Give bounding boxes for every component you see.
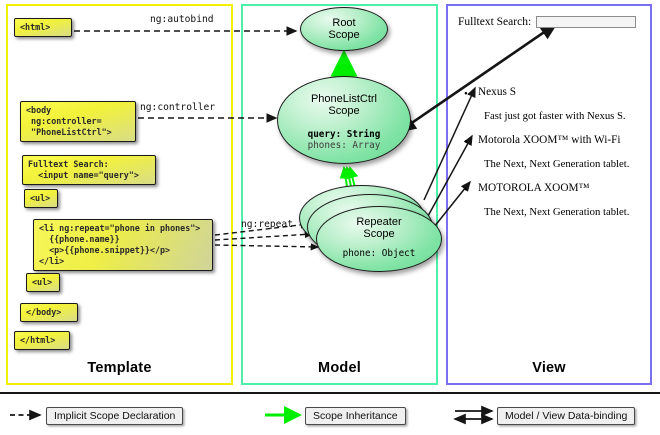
view-search-input[interactable]: [536, 16, 637, 28]
scope-repeater-front[interactable]: Repeater Scope phone: Object: [316, 206, 442, 272]
scope-ctrl-prop-query: query: String: [307, 128, 381, 140]
view-phone-snippet-0: Fast just got faster with Nexus S.: [484, 110, 626, 122]
code-box-html-close[interactable]: </html>: [14, 331, 70, 351]
view-search-label: Fulltext Search:: [458, 16, 532, 28]
view-bullet: •: [464, 136, 468, 148]
scope-root-line2: Scope: [328, 29, 360, 42]
code-box-ul-close[interactable]: <ul>: [26, 273, 60, 293]
column-template: [6, 4, 233, 385]
label-ng-repeat: ng:repeat: [241, 219, 293, 230]
label-ng-autobind: ng:autobind: [150, 14, 214, 25]
scope-ctrl-prop-phones: phones: Array: [307, 139, 381, 151]
scope-ctrl-props: query: String phones: Array: [278, 118, 410, 152]
legend-model-view-data-binding: Model / View Data-binding: [497, 407, 636, 425]
scope-phonelistctrl[interactable]: PhoneListCtrl Scope query: String phones…: [277, 76, 411, 164]
column-label-model: Model: [318, 360, 361, 376]
scope-root[interactable]: Root Scope: [300, 7, 388, 51]
legend-implicit-scope-declaration: Implicit Scope Declaration: [46, 407, 184, 425]
view-phone-name-1: Motorola XOOM™ with Wi-Fi: [478, 134, 621, 146]
scope-ctrl-line2: Scope: [328, 105, 360, 118]
scope-repeater-prop-phone: phone: Object: [342, 247, 416, 259]
legend-glyph-double: [453, 405, 494, 425]
scope-repeater-line1: Repeater: [356, 216, 402, 228]
scope-ctrl-line1: PhoneListCtrl: [310, 93, 378, 105]
code-box-li-repeat[interactable]: <li ng:repeat="phone in phones"> {{phone…: [33, 219, 213, 272]
legend-scope-inheritance: Scope Inheritance: [305, 407, 406, 425]
code-box-body-close[interactable]: </body>: [20, 303, 78, 323]
code-box-body-open[interactable]: <body ng:controller= "PhoneListCtrl">: [20, 101, 136, 143]
legend-divider: [0, 392, 660, 394]
view-search-row: Fulltext Search:: [458, 16, 644, 28]
code-box-ul-open[interactable]: <ul>: [24, 189, 58, 209]
column-label-template: Template: [87, 360, 152, 376]
view-phone-name-0: Nexus S: [478, 86, 516, 98]
view-phone-name-2: MOTOROLA XOOM™: [478, 182, 590, 194]
label-ng-controller: ng:controller: [140, 102, 216, 113]
view-phone-snippet-1: The Next, Next Generation tablet.: [484, 158, 630, 170]
scope-ctrl-title: PhoneListCtrl Scope: [278, 77, 410, 118]
column-label-view: View: [532, 360, 566, 376]
scope-repeater-title: Repeater Scope: [317, 207, 441, 241]
code-box-html-open[interactable]: <html>: [14, 18, 72, 38]
scope-root-line1: Root: [332, 17, 356, 29]
view-bullet: •: [464, 88, 468, 100]
view-phone-snippet-2: The Next, Next Generation tablet.: [484, 206, 630, 218]
view-bullet: •: [464, 184, 468, 196]
scope-root-title: Root Scope: [301, 8, 387, 42]
view-pane: Fulltext Search: • Nexus S Fast just got…: [452, 10, 646, 355]
scope-repeater-line2: Scope: [363, 228, 395, 241]
code-box-search[interactable]: Fulltext Search: <input name="query">: [22, 155, 156, 186]
